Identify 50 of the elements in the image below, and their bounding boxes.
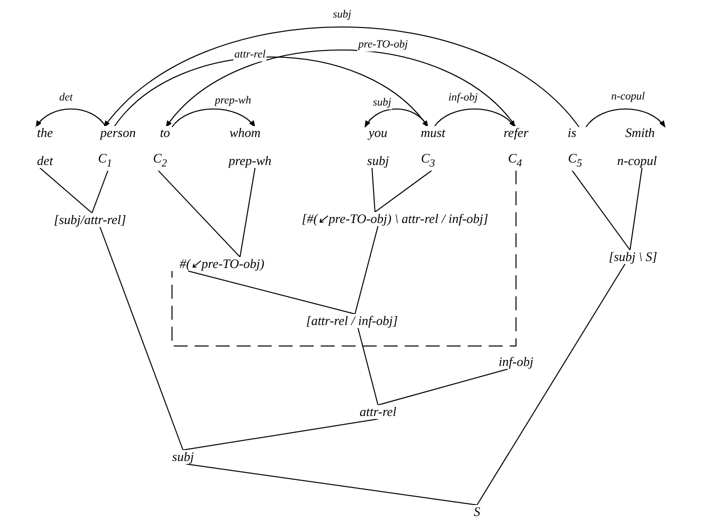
tree-line <box>358 328 378 406</box>
derivation-label: [subj/attr-rel] <box>52 213 128 227</box>
dependency-arrow <box>104 26 580 128</box>
tree-line <box>100 226 184 450</box>
category-label: C$_{3}$ <box>420 152 436 170</box>
dependency-arrow <box>36 108 106 128</box>
tree-line <box>476 264 626 506</box>
category-label: prep-wh <box>228 154 272 168</box>
tree-line <box>188 270 356 314</box>
tree-line <box>186 464 478 506</box>
category-label: det <box>36 154 54 168</box>
tree-line <box>372 168 376 212</box>
word-label: must <box>420 126 446 140</box>
tree-line <box>182 418 378 450</box>
derivation-label: attr-rel <box>358 405 398 419</box>
word-label: the <box>36 126 54 140</box>
word-label: refer <box>502 126 530 140</box>
word-label: Smith <box>624 126 656 140</box>
category-label: subj <box>366 154 390 168</box>
derivation-label: S <box>472 505 482 519</box>
dependency-arrow <box>586 108 666 128</box>
derivation-label: inf-obj <box>498 355 534 369</box>
dependency-arrow <box>434 108 516 128</box>
dependency-arrow <box>166 50 516 128</box>
word-label: is <box>566 126 578 140</box>
dependency-arrow <box>114 56 428 128</box>
category-label: C$_{5}$ <box>566 152 584 170</box>
derivation-label: #(↙pre-TO-obj) <box>178 257 266 271</box>
tree-line <box>354 226 378 314</box>
word-label: to <box>158 126 172 140</box>
tree-line <box>630 168 642 250</box>
tree-line <box>378 368 508 406</box>
word-label: person <box>99 126 137 140</box>
dashed-connector <box>172 170 516 346</box>
derivation-label: [subj \ S] <box>608 250 658 264</box>
tree-line <box>40 168 92 214</box>
category-label: n-copul <box>616 154 658 168</box>
tree-line <box>158 170 240 258</box>
category-label: C$_{4}$ <box>506 152 524 170</box>
word-label: whom <box>228 126 262 140</box>
derivation-label: [#(↙pre-TO-obj) \ attr-rel / inf-obj] <box>300 212 490 226</box>
tree-line <box>374 170 432 212</box>
category-label: C$_{1}$ <box>96 152 114 170</box>
category-label: C$_{2}$ <box>152 152 168 170</box>
dependency-arrow <box>172 108 256 128</box>
derivation-label: subj <box>171 450 195 464</box>
tree-line <box>92 170 108 214</box>
tree-line <box>572 170 630 250</box>
derivation-label: [attr-rel / inf-obj] <box>305 314 399 328</box>
tree-line <box>240 168 256 258</box>
